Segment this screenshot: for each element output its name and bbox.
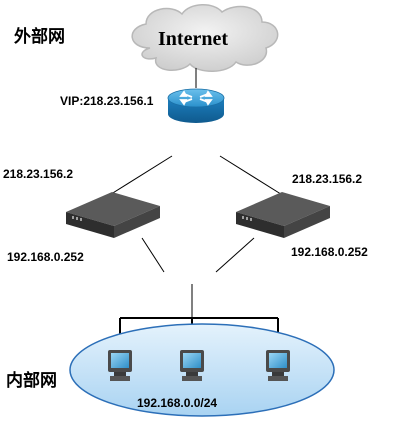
outer-zone-label: 外部网: [14, 27, 65, 47]
right-firewall-appliance-icon: [236, 192, 330, 238]
router-left-firewall-link: [107, 155, 173, 197]
computer-icon: [108, 350, 132, 381]
computer-icon: [266, 350, 290, 381]
inner-zone-label: 内部网: [6, 371, 57, 391]
left-firewall-private-ip: 192.168.0.252: [7, 250, 84, 264]
right-firewall-switch-link: [215, 237, 255, 273]
lan-subnet-label: 192.168.0.0/24: [137, 396, 218, 410]
left-firewall-appliance-icon: [66, 192, 160, 238]
internet-label: Internet: [158, 28, 228, 50]
right-firewall-public-ip: 218.23.156.2: [292, 172, 363, 186]
left-firewall-public-ip: 218.23.156.2: [3, 167, 74, 181]
internet-cloud-icon: [131, 4, 279, 72]
computer-icon: [180, 350, 204, 381]
router-icon: [167, 88, 225, 123]
left-firewall-switch-link: [141, 237, 165, 273]
router-vip-label: VIP:218.23.156.1: [60, 94, 154, 108]
router-right-firewall-link: [219, 155, 285, 197]
network-links: [107, 68, 285, 318]
right-firewall-private-ip: 192.168.0.252: [291, 245, 368, 259]
